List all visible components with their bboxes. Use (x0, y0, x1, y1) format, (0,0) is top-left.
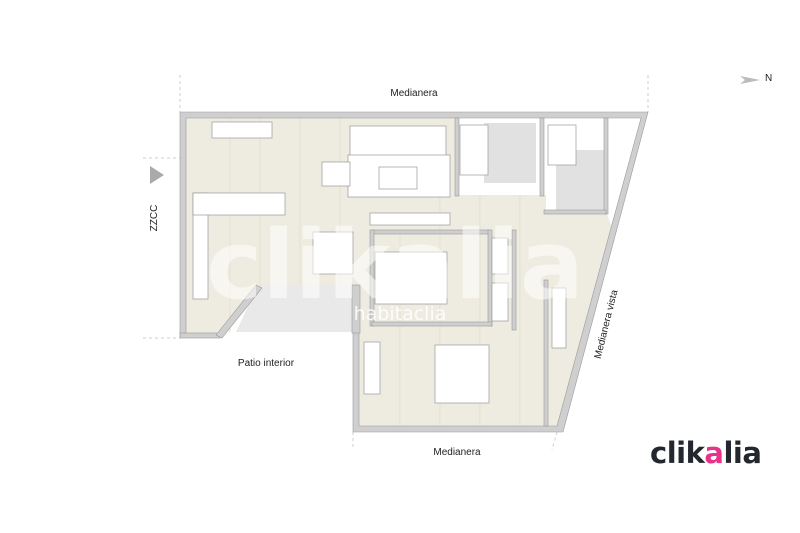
north-label: N (765, 73, 772, 84)
single-bed (374, 251, 448, 305)
entry-arrow-icon (150, 166, 164, 184)
wardrobe-1 (491, 237, 509, 275)
label-bottom: Medianera (433, 447, 481, 458)
wardrobe-2 (491, 282, 509, 322)
sofa (349, 125, 447, 159)
watermark-secondary: habitaclia (354, 303, 447, 325)
north-arrow-icon (740, 76, 760, 84)
watermark-main: clikalia (206, 211, 584, 321)
desk (363, 341, 381, 395)
furniture (192, 121, 577, 404)
logo-text: clik (650, 436, 705, 470)
coffee-table (378, 166, 418, 190)
walls (179, 111, 649, 433)
dining-table (312, 231, 354, 275)
clikalia-logo: clikalia (650, 436, 762, 470)
sideboard (369, 212, 451, 226)
wardrobe-entry (211, 121, 273, 139)
guide-lines (143, 75, 649, 451)
double-bed (434, 344, 490, 404)
kitchen-counter-top (192, 192, 286, 216)
shower-2 (547, 124, 577, 166)
logo-accent: a (704, 436, 724, 470)
label-top: Medianera (390, 88, 438, 99)
label-left: ZZCC (149, 205, 160, 232)
logo-text-end: lia (723, 436, 762, 470)
label-patio: Patio interior (238, 358, 295, 369)
armchair (321, 161, 351, 187)
shower (459, 124, 489, 176)
wardrobe-3 (551, 287, 567, 349)
